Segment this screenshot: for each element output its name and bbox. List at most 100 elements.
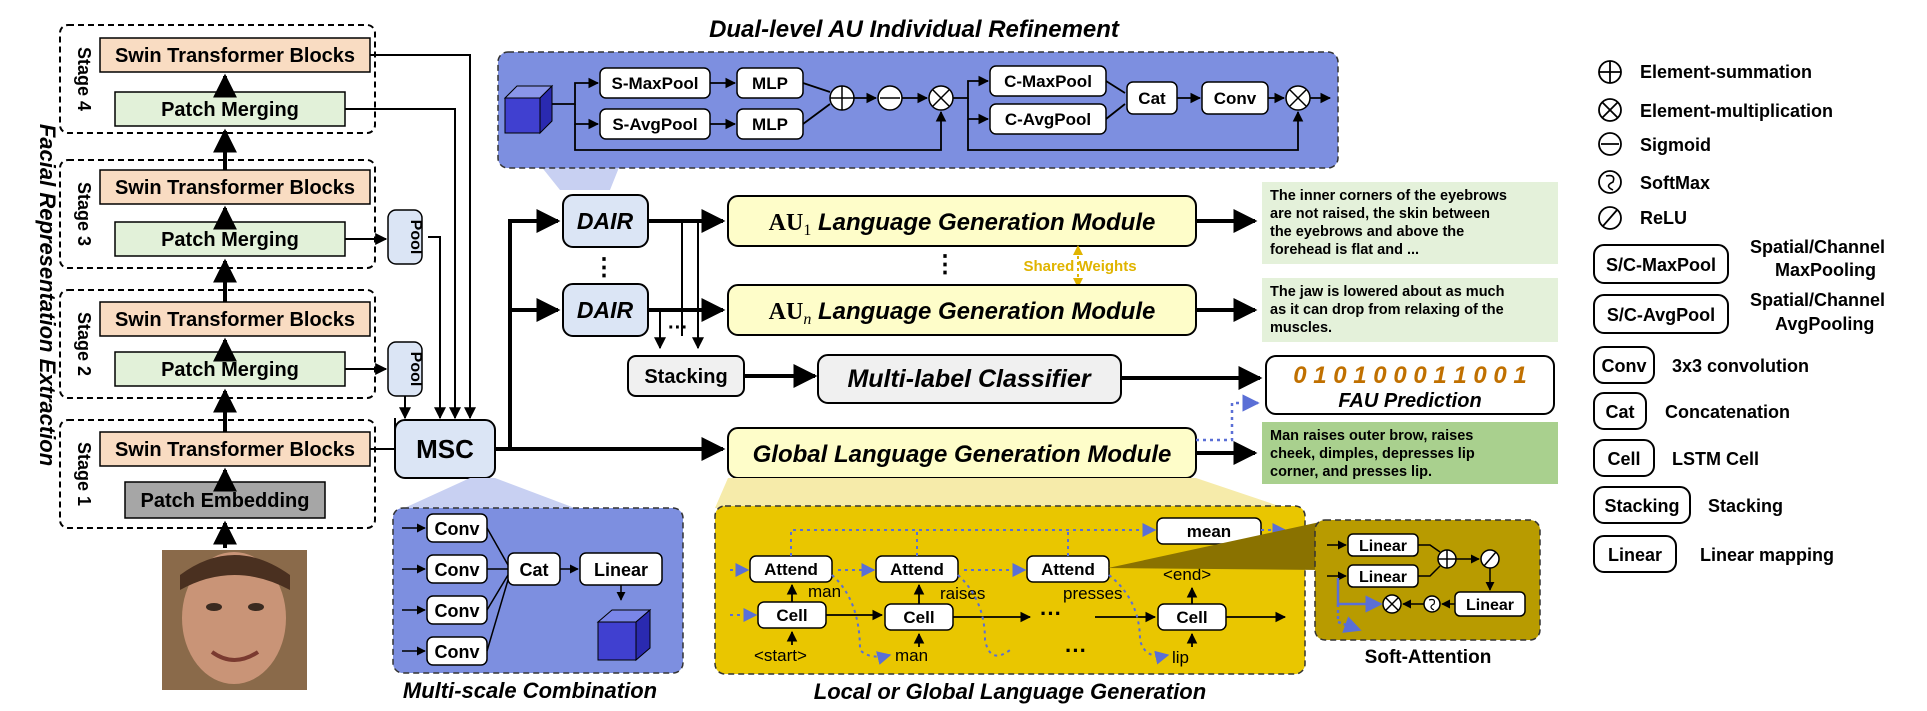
c-avgpool: C-AvgPool [1005, 110, 1091, 129]
mult-op-icon-1 [928, 85, 954, 111]
prediction-bits: 0 1 0 1 0 0 0 1 1 0 0 1 [1293, 362, 1527, 389]
stacking-label: Stacking [644, 366, 727, 388]
au1-lgm-label: AU1 Language Generation Module [769, 209, 1156, 239]
legend-maxpool-key: S/C-MaxPool [1606, 255, 1716, 275]
dair-cat: Cat [1138, 89, 1166, 108]
mlp-bottom: MLP [752, 115, 788, 134]
stage-3-label: Stage 3 [74, 182, 94, 246]
swin-blocks-1 [99, 431, 371, 467]
legend-sum-label: Element-summation [1640, 62, 1812, 82]
dair-label-1: DAIR [577, 208, 634, 234]
legend-cell-key: Cell [1607, 449, 1640, 469]
attend-3: Attend [1041, 560, 1095, 579]
soft-linear-3: Linear [1466, 597, 1514, 614]
global-lgm-label: Global Language Generation Module [753, 441, 1172, 468]
lang-dots-1: ··· [1040, 601, 1062, 626]
patch-merging-2-label: Patch Merging [161, 359, 299, 381]
legend-softmax: SoftMax [1598, 170, 1710, 194]
swin-blocks-3-label: Swin Transformer Blocks [115, 177, 355, 199]
soft-attention-title: Soft-Attention [1365, 647, 1492, 668]
stage-4-label: Stage 4 [74, 47, 94, 111]
stage-2-label: Stage 2 [74, 312, 94, 376]
aun-output-line-2: as it can drop from relaxing of the [1270, 302, 1504, 318]
legend-stacking-label: Stacking [1708, 496, 1783, 516]
aun-suffix: Language Generation Module [811, 298, 1155, 325]
attend-1: Attend [764, 560, 818, 579]
swin-blocks-3 [99, 169, 371, 205]
soft-relu-icon [1480, 549, 1500, 569]
mlp-top: MLP [752, 74, 788, 93]
msc-zoom-wedge [400, 478, 580, 510]
aun-lgm-label: AUn Language Generation Module [769, 298, 1156, 328]
legend-cell-label: LSTM Cell [1672, 449, 1759, 469]
msc-conv-2: Conv [435, 560, 480, 580]
legend-linear-key: Linear [1608, 545, 1662, 565]
msc-bus-arrows [495, 209, 726, 461]
msc-label: MSC [416, 434, 474, 464]
cell-3: Cell [1176, 608, 1207, 627]
cell-2: Cell [903, 608, 934, 627]
dair-zoom-wedge [540, 165, 620, 190]
legend-avgpool-key: S/C-AvgPool [1607, 305, 1715, 325]
legend-sigmoid: Sigmoid [1598, 132, 1711, 156]
au-vdots: ⋮ [933, 251, 957, 278]
face-image [162, 550, 307, 690]
global-to-prediction-arrow [1196, 394, 1260, 442]
au1-sub: 1 [803, 222, 811, 239]
global-output-line-2: cheek, dimples, depresses lip [1270, 446, 1475, 462]
soft-linear-2: Linear [1359, 569, 1407, 586]
word-man-1: man [808, 582, 841, 601]
lang-panel-title: Local or Global Language Generation [814, 679, 1206, 704]
patch-merging-3-label: Patch Merging [161, 229, 299, 251]
soft-sum-icon [1437, 549, 1457, 569]
msc-conv-4: Conv [435, 642, 480, 662]
backbone: Stage 4 Swin Transformer Blocks Patch Me… [59, 24, 376, 690]
pool-box-stage3 [387, 209, 423, 265]
soft-mult-icon [1382, 594, 1402, 614]
multilabel-classifier-label: Multi-label Classifier [847, 365, 1091, 393]
stage-1-group: Stage 1 Swin Transformer Blocks Patch Em… [59, 419, 376, 529]
pool-label-stage2: Pool [407, 352, 424, 387]
legend-conv-key: Conv [1602, 356, 1647, 376]
s-avgpool: S-AvgPool [612, 115, 697, 134]
word-raises: raises [940, 584, 985, 603]
aun-output-line-3: muscles. [1270, 320, 1332, 336]
s-maxpool: S-MaxPool [612, 74, 699, 93]
dair-detail-panel: S-MaxPool S-AvgPool MLP MLP C-MaxPool C-… [497, 51, 1339, 169]
soft-linear-1: Linear [1359, 538, 1407, 555]
word-presses: presses [1063, 584, 1123, 603]
dair-conv: Conv [1214, 89, 1257, 108]
sum-op-icon [829, 85, 855, 111]
legend-cat-label: Concatenation [1665, 402, 1790, 422]
mean-box: mean [1187, 522, 1231, 541]
msc-cat: Cat [519, 560, 548, 580]
word-lip: lip [1172, 648, 1189, 667]
swin-blocks-2-label: Swin Transformer Blocks [115, 309, 355, 331]
au1-output-line-4: forehead is flat and ... [1270, 242, 1419, 258]
fau-prediction-box: 0 1 0 1 0 0 0 1 1 0 0 1 FAU Prediction [1265, 355, 1555, 415]
cell-1: Cell [776, 606, 807, 625]
soft-attention-panel: Linear Linear Linear [1314, 519, 1541, 641]
soft-zoom-wedge [1108, 522, 1320, 570]
msc-panel-title: Multi-scale Combination [403, 678, 657, 703]
au1-prefix: AU [769, 210, 804, 236]
dair-vdots: ⋮ [592, 254, 616, 281]
msc-output-cube [596, 608, 652, 662]
global-output-line-3: corner, and presses lip. [1270, 464, 1432, 480]
swin-blocks-4 [99, 37, 371, 73]
au1-output-line-2: are not raised, the skin between [1270, 206, 1490, 222]
c-maxpool: C-MaxPool [1004, 72, 1092, 91]
au1-suffix: Language Generation Module [811, 209, 1155, 236]
aun-sub: n [803, 311, 811, 328]
aun-prefix: AU [769, 299, 804, 325]
prediction-label: FAU Prediction [1338, 390, 1481, 412]
sigmoid-op-icon [877, 85, 903, 111]
dair-label-n: DAIR [577, 297, 634, 323]
word-man-2: man [895, 646, 928, 665]
